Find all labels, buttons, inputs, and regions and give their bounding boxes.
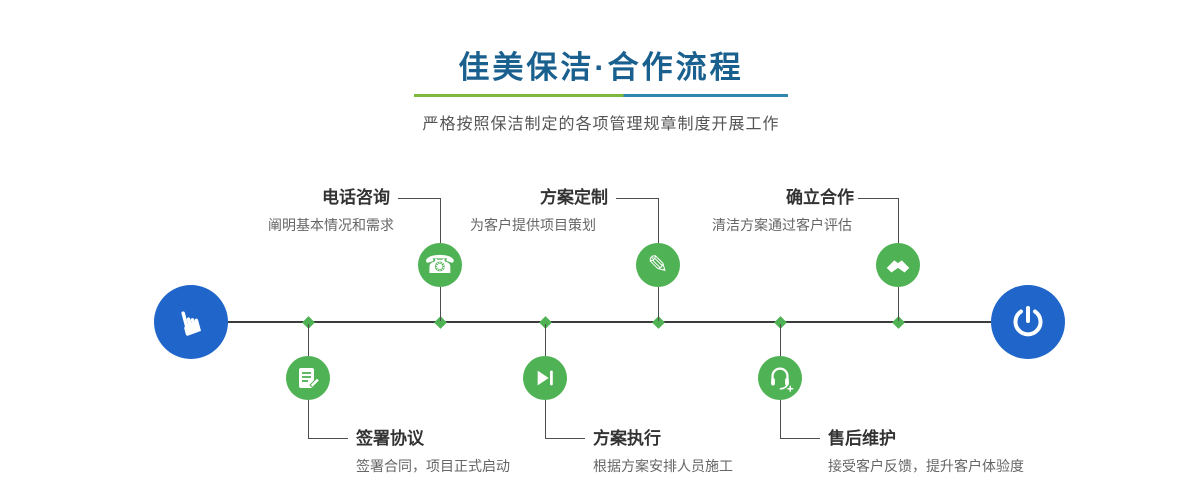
connector-line (440, 198, 441, 243)
design-step-circle: ✎ (636, 243, 680, 287)
phone-icon: ☎ (424, 250, 456, 279)
step-desc: 签署合同，项目正式启动 (356, 458, 510, 474)
aftersales-step-circle (758, 356, 802, 400)
connector-line (398, 198, 440, 199)
step-title: 签署协议 (356, 429, 424, 448)
connector-line (545, 324, 546, 356)
step-desc: 阐明基本情况和需求 (268, 217, 394, 233)
page-title: 佳美保洁·合作流程 (458, 50, 744, 85)
contract-icon (299, 368, 321, 389)
step-title: 确立合作 (786, 188, 854, 207)
timeline-line (228, 321, 991, 323)
contract-step-circle (286, 356, 330, 400)
hand-pointer-icon: ☛ (168, 302, 214, 342)
connector-line (898, 198, 899, 243)
page-subtitle: 严格按照保洁制定的各项管理规章制度开展工作 (422, 116, 780, 133)
connector-line (898, 287, 899, 321)
power-icon (1013, 306, 1043, 337)
connector-line (308, 438, 348, 439)
end-node (991, 285, 1065, 359)
connector-line (308, 324, 309, 356)
step-title: 售后维护 (828, 429, 896, 448)
connector-line (780, 438, 820, 439)
step-desc: 根据方案安排人员施工 (593, 458, 733, 474)
step-desc: 接受客户反馈，提升客户体验度 (828, 458, 1024, 474)
connector-line (780, 400, 781, 438)
connector-line (616, 198, 658, 199)
connector-line (308, 400, 309, 438)
step-title: 电话咨询 (322, 188, 390, 207)
step-desc: 清洁方案通过客户评估 (712, 217, 852, 233)
execute-step-circle (523, 356, 567, 400)
cooperation-step-circle (876, 243, 920, 287)
handshake-icon (886, 260, 910, 273)
step-title: 方案执行 (593, 429, 661, 448)
step-title: 方案定制 (540, 188, 608, 207)
connector-line (545, 438, 585, 439)
play-next-icon (537, 370, 553, 386)
connector-line (658, 198, 659, 243)
connector-line (440, 287, 441, 321)
connector-line (858, 198, 898, 199)
connector-line (658, 287, 659, 321)
title-underline (414, 94, 788, 97)
phone-step-circle: ☎ (418, 243, 462, 287)
start-node: ☛ (154, 285, 228, 359)
design-pencil-icon: ✎ (647, 250, 669, 279)
connector-line (780, 324, 781, 356)
connector-line (545, 400, 546, 438)
headset-icon (771, 367, 794, 392)
step-desc: 为客户提供项目策划 (470, 217, 596, 233)
